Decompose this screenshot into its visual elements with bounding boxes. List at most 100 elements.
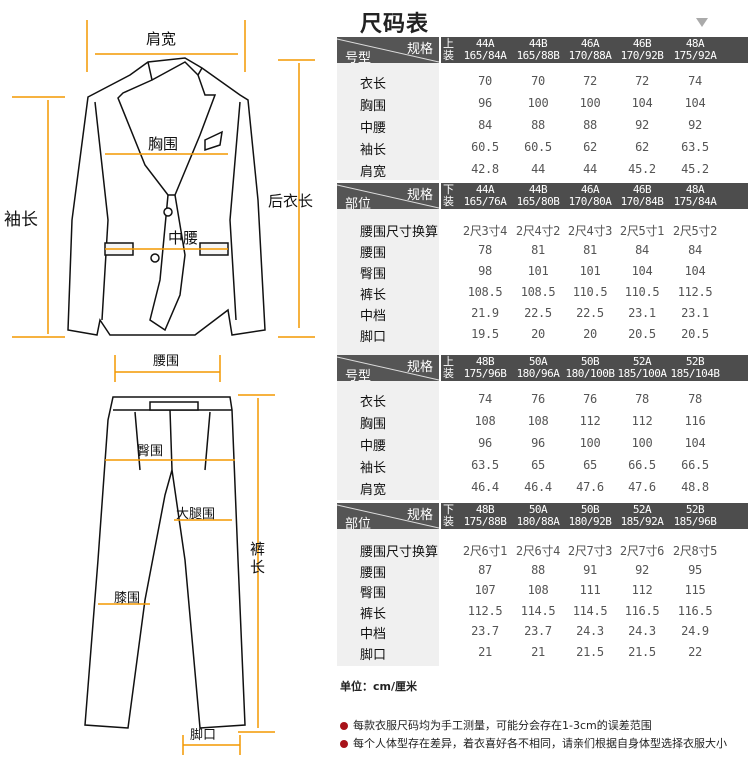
row-label: 中档 [360,627,387,642]
table-cell: 70 [531,74,545,88]
table-cell: 20.5 [681,327,709,341]
row-label: 腰围 [360,246,387,261]
size-spec: 165/84A [463,49,507,62]
triangle-down-icon [696,18,708,27]
table-cell: 21 [478,644,492,659]
size-spec: 170/92B [620,49,664,62]
size-spec: 180/96A [516,367,560,380]
table-cell: 114.5 [572,603,608,618]
size-code: 48A [685,183,705,196]
table-cell: 46.4 [471,480,499,494]
table-cell: 65 [583,458,597,472]
row-label: 中腰 [360,121,387,136]
garment-type-label: 下装 [443,503,454,528]
size-code: 44A [475,183,495,196]
table-cell: 116.5 [624,603,660,618]
row-label: 腰围 [360,565,387,581]
size-code: 52B [685,503,705,516]
size-spec: 165/76A [463,195,507,208]
table-cell: 63.5 [471,458,499,472]
table-cell: 84 [635,243,649,257]
header-corner: 规格 部位 [337,503,441,529]
size-spec: 170/88A [568,49,612,62]
table-cell: 108.5 [520,285,556,299]
table-cell: 104 [684,96,706,110]
table-cell: 88 [531,118,545,132]
label-thigh: 大腿围 [176,507,216,522]
size-spec: 185/104B [670,367,720,380]
table-cell: 84 [688,243,702,257]
garment-type-label: 上装 [443,355,454,380]
table-cell: 98 [478,264,492,278]
row-label: 胸围 [360,417,387,432]
size-code: 44B [528,183,548,196]
table-cell: 81 [583,243,597,257]
table-cell: 24.3 [576,624,604,638]
unit-label: 单位：cm/厘米 [340,680,417,693]
size-code: 46A [580,37,600,50]
page-title: 尺码表 [360,12,430,37]
size-spec: 180/100B [565,367,615,380]
size-spec: 175/84A [673,195,717,208]
size-spec: 165/80B [516,195,560,208]
table-cell: 112 [631,414,653,428]
table-cell: 104 [684,264,706,278]
table-cell: 44 [583,162,597,176]
note-text: 每个人体型存在差异，着衣喜好各不相同，请亲们根据自身体型选择衣服大小 [353,737,727,750]
size-spec: 170/84B [620,195,664,208]
table-cell: 47.6 [576,480,604,494]
table-cell: 92 [635,562,649,577]
size-code: 52B [685,355,705,368]
table-cell: 87 [478,562,492,577]
note-item: 每个人体型存在差异，着衣喜好各不相同，请亲们根据自身体型选择衣服大小 [340,735,727,751]
table-cell: 115 [684,583,706,597]
note-text: 每款衣服尺码均为手工测量，可能分会存在1-3cm的误差范围 [353,719,652,732]
table-cell: 20 [583,327,597,341]
table-cell: 60.5 [524,140,552,154]
row-label: 袖长 [360,143,387,158]
size-code: 52A [632,355,652,368]
table-cell: 66.5 [628,458,656,472]
size-code: 50A [528,355,548,368]
table-cell: 116 [684,414,706,428]
table-cell: 2尺7寸3 [567,544,613,558]
label-hip: 臀围 [137,444,164,459]
size-code: 50A [528,503,548,516]
row-label: 衣长 [360,77,387,92]
table-cell: 76 [531,392,545,406]
table-cell: 66.5 [681,458,709,472]
corner-row-label: 号型 [345,51,372,63]
row-label: 裤长 [360,288,387,303]
table-cell: 81 [531,243,545,257]
table-cell: 96 [531,436,545,450]
pants-drawing [84,396,246,729]
row-label: 脚口 [360,330,387,345]
row-label: 中档 [360,309,387,324]
row-label: 臀围 [360,267,387,282]
table-cell: 23.7 [471,624,499,638]
table-cell: 42.8 [471,162,499,176]
size-spec: 185/100A [617,367,667,380]
table-cell: 108 [474,414,496,428]
row-label: 衣长 [360,395,387,410]
size-spec: 180/88A [516,515,560,528]
